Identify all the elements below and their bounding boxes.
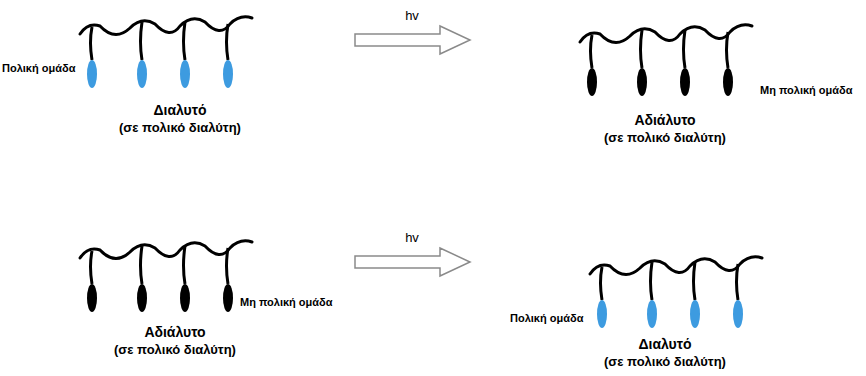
polymer-chain [80, 241, 252, 312]
group-label: Πολική ομάδα [510, 312, 583, 325]
polymer-chain [590, 257, 762, 328]
state-note: (σε πολικό διαλύτη) [114, 342, 236, 358]
state-title: Αδιάλυτο [634, 112, 695, 129]
state-title: Αδιάλυτο [144, 324, 205, 341]
light-label: hv [405, 230, 419, 246]
reaction-arrow [355, 26, 470, 54]
polymer-chain [580, 25, 752, 96]
state-note: (σε πολικό διαλύτη) [604, 354, 726, 370]
polymer-chain [80, 17, 252, 88]
group-label: Μη πολική ομάδα [760, 84, 853, 97]
state-title: Διαλυτό [638, 336, 691, 353]
reaction-arrow [355, 248, 470, 276]
state-note: (σε πολικό διαλύτη) [119, 120, 241, 136]
group-label: Πολική ομάδα [2, 62, 75, 75]
group-label: Μη πολική ομάδα [240, 296, 333, 309]
light-label: hv [405, 8, 419, 24]
state-note: (σε πολικό διαλύτη) [604, 130, 726, 146]
state-title: Διαλυτό [153, 102, 206, 119]
